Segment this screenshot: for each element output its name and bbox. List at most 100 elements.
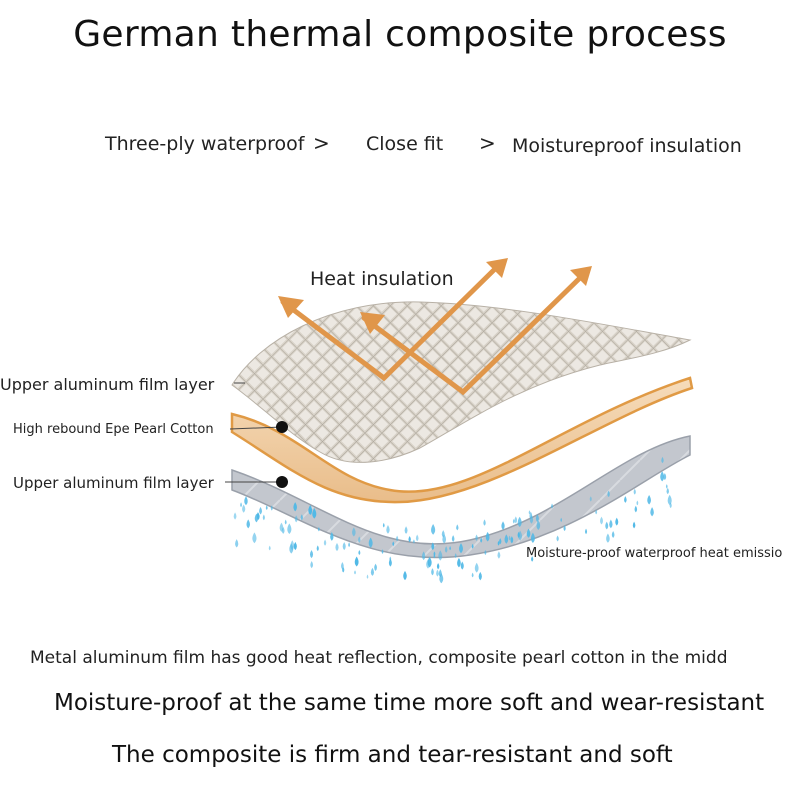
water-drop-icon: [471, 572, 474, 578]
water-drop-icon: [606, 533, 610, 543]
water-drop-icon: [358, 550, 361, 556]
water-drop-icon: [517, 516, 522, 528]
water-drop-icon: [246, 519, 250, 529]
water-drop-icon: [666, 487, 669, 495]
water-drop-icon: [634, 505, 638, 513]
water-drop-icon: [300, 514, 303, 521]
water-drop-icon: [436, 569, 439, 577]
heat-arrow-icon: [280, 261, 588, 396]
water-drop-icon: [388, 558, 392, 567]
water-drop-icon: [439, 573, 444, 584]
water-drop-icon: [607, 490, 610, 498]
arrowhead-icon: [278, 258, 592, 334]
water-drop-icon: [632, 521, 636, 529]
water-drop-icon: [528, 510, 531, 515]
water-drop-icon: [244, 496, 248, 506]
water-drop-icon: [459, 543, 463, 554]
moisture-label: Moisture-proof waterproof heat emissio: [526, 546, 783, 561]
water-drop-icon: [480, 537, 483, 543]
water-drop-icon: [584, 528, 588, 535]
water-drop-icon: [669, 502, 672, 509]
water-drop-icon: [665, 484, 668, 489]
water-drop-icon: [660, 471, 665, 482]
water-drop-icon: [256, 512, 260, 519]
flow-step-close-fit: Close fit: [366, 133, 444, 155]
water-drop-icon: [530, 532, 535, 543]
water-drop-icon: [330, 532, 334, 541]
water-drop-icon: [595, 509, 598, 515]
upper-layer-label: Upper aluminum film layer: [0, 375, 215, 394]
water-drop-icon: [589, 496, 592, 502]
water-drop-icon: [235, 539, 239, 548]
water-drop-icon: [563, 525, 566, 531]
water-drop-icon: [609, 519, 613, 529]
water-drop-icon: [352, 527, 356, 537]
water-drop-icon: [518, 530, 523, 541]
water-drop-icon: [262, 514, 265, 521]
flow-separator: >: [313, 131, 330, 155]
water-drop-icon: [474, 562, 479, 573]
heat-insulation-label: Heat insulation: [310, 268, 454, 290]
water-drop-icon: [268, 545, 271, 551]
water-drop-icon: [484, 549, 487, 555]
water-drop-icon: [270, 505, 273, 511]
water-drop-icon: [510, 536, 514, 544]
water-drop-icon: [404, 526, 408, 534]
water-drop-icon: [342, 542, 346, 551]
water-drop-icon: [451, 535, 455, 542]
water-drop-icon: [323, 539, 327, 546]
description-line-3: The composite is firm and tear-resistant…: [112, 742, 673, 768]
water-drop-icon: [259, 506, 262, 515]
lower-layer-label: Upper aluminum film layer: [13, 474, 214, 492]
water-drop-icon: [605, 521, 609, 530]
water-drop-icon: [431, 542, 435, 551]
bottom-foil-layer: [231, 435, 691, 559]
water-drop-icon: [483, 519, 486, 526]
water-drop-icon: [415, 534, 419, 542]
water-drop-icon: [556, 535, 559, 542]
water-drop-icon: [536, 520, 541, 530]
water-drop-icon: [535, 514, 539, 523]
water-drop-icon: [240, 502, 243, 508]
water-drop-icon: [309, 550, 314, 559]
water-drop-icon: [421, 551, 426, 561]
page-title: German thermal composite process: [73, 14, 727, 55]
water-drop-icon: [471, 543, 474, 549]
water-drop-icon: [514, 516, 518, 524]
description-line-2: Moisture-proof at the same time more sof…: [54, 690, 765, 716]
water-drop-icon: [449, 545, 451, 551]
water-drop-icon: [413, 539, 415, 544]
water-drop-icon: [512, 518, 515, 524]
water-drop-icon: [531, 556, 534, 562]
water-drop-icon: [456, 524, 459, 531]
water-drop-icon: [663, 473, 667, 481]
water-drop-icon: [526, 528, 531, 538]
water-drop-icon: [342, 566, 345, 573]
water-drop-icon: [497, 540, 500, 546]
label-leaders: [225, 382, 283, 483]
water-drop-icon: [438, 550, 443, 561]
water-drop-icon: [310, 561, 314, 569]
water-drop-icon: [368, 537, 373, 548]
water-drop-icon: [454, 553, 457, 559]
water-drop-icon: [615, 517, 619, 526]
top-foil-layer: [231, 301, 692, 463]
water-drop-icon: [287, 523, 292, 535]
water-drop-icon: [382, 522, 385, 528]
water-drop-icon: [501, 521, 505, 530]
marker-dot: [276, 476, 288, 488]
water-drop-icon: [636, 500, 639, 506]
water-drop-icon: [386, 524, 390, 534]
water-drop-icon: [335, 542, 339, 552]
water-drop-icon: [478, 571, 482, 581]
water-drop-icon: [457, 557, 461, 568]
water-drop-icon: [381, 549, 384, 554]
water-drop-icon: [366, 574, 369, 579]
water-drop-icon: [316, 545, 319, 552]
water-drop-icon: [647, 495, 651, 505]
water-drop-icon: [475, 534, 478, 542]
water-drop-icon: [293, 502, 297, 512]
water-drop-icon: [308, 504, 313, 515]
water-drop-icon: [374, 563, 377, 571]
water-drop-icon: [312, 508, 317, 519]
